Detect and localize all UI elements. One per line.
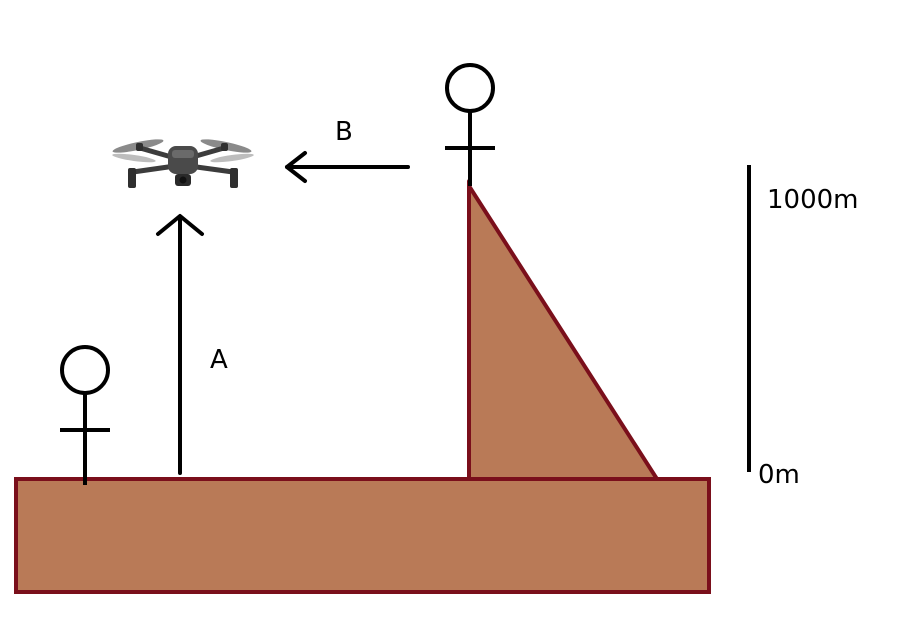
- person-ground-icon: [60, 345, 110, 485]
- drone-icon: [112, 139, 254, 188]
- label-a: A: [210, 345, 228, 375]
- label-b: B: [335, 117, 353, 147]
- scale-bottom-label: 0m: [758, 460, 800, 490]
- cliff: [467, 179, 661, 481]
- arrow-b: [285, 151, 410, 183]
- person-cliff-icon: [445, 63, 495, 186]
- scale-top-label: 1000m: [767, 185, 859, 215]
- arrow-a: [156, 214, 204, 475]
- ground-block: [14, 477, 711, 594]
